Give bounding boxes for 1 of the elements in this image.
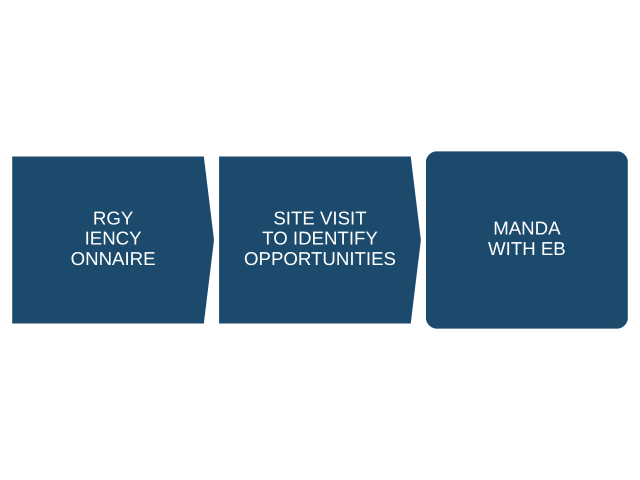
node-box: MANDA WITH EB: [426, 151, 628, 329]
